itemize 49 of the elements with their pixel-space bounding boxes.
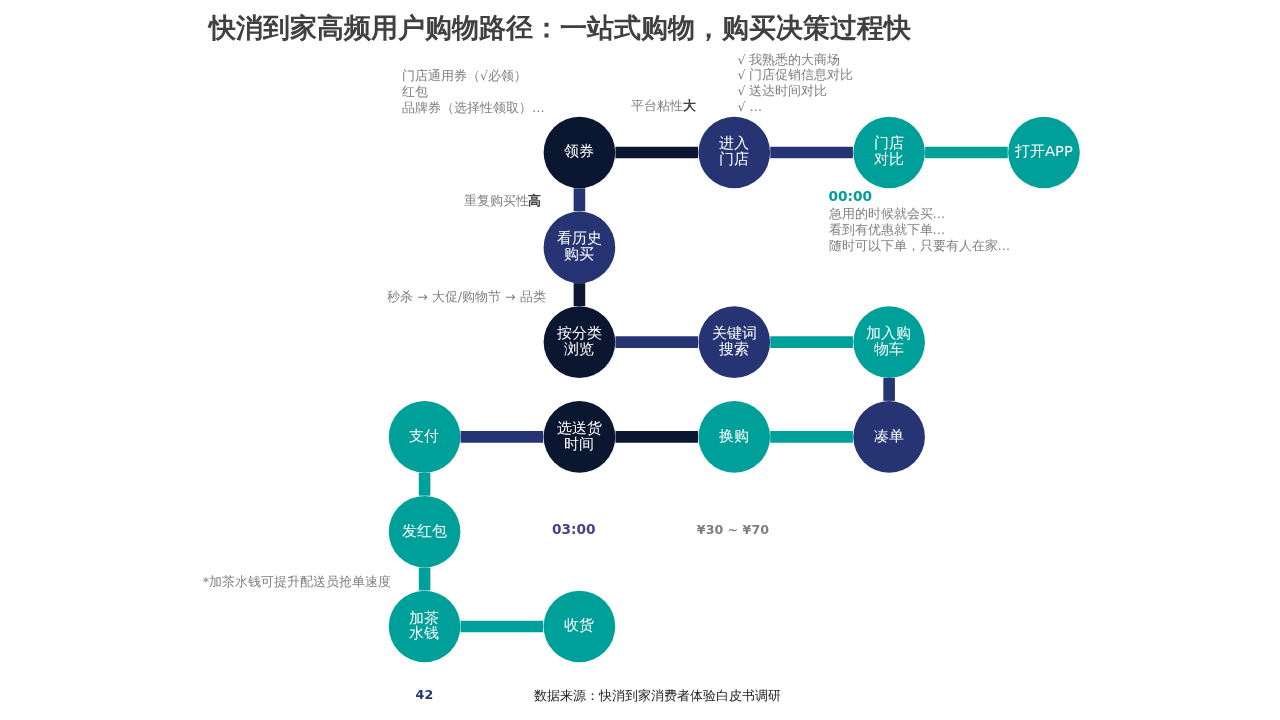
node-circle: 加茶水钱 — [388, 590, 461, 663]
label: 03:00 — [552, 521, 596, 538]
node-label: √ 门店促销信息对比 — [737, 67, 854, 83]
connector — [770, 146, 853, 159]
node-label: √ … — [737, 98, 763, 114]
node-circle: 门店对比 — [853, 116, 925, 189]
node-circle: 支付 — [388, 401, 461, 473]
connector — [925, 146, 1008, 159]
connector — [770, 336, 853, 348]
diagram-title: 快消到家高频用户购物路径：一站式购物，购买决策过程快 — [208, 12, 911, 44]
connector — [418, 472, 431, 496]
node-label: *加茶水钱可提升配送员抢单速度 — [202, 573, 392, 589]
caption: 数据来源：快消到家消费者体验白皮书调研 — [533, 687, 781, 703]
connector — [883, 377, 895, 401]
node-circle: 关键词搜索 — [698, 306, 771, 378]
connector — [615, 336, 699, 348]
node-circle: 发红包 — [388, 495, 461, 568]
node-circle: 收货 — [543, 590, 616, 663]
node-label: 00:00 — [828, 187, 873, 204]
node-label: 门店通用券（√必领） — [401, 67, 527, 83]
label: ¥30 ~ ¥70 — [696, 521, 769, 537]
connector — [418, 567, 431, 591]
connector — [460, 620, 544, 633]
node-label: 重复购买性高 — [463, 193, 541, 209]
node-circle: 选送货时间 — [543, 401, 616, 473]
node-circle: 进入门店 — [698, 116, 771, 189]
node-circle: 打开APP — [1008, 116, 1080, 189]
node-label: 随时可以下单，只要有人在家… — [828, 237, 1011, 253]
connector — [770, 431, 853, 443]
connector — [615, 431, 699, 443]
connector — [460, 431, 544, 443]
node-label: 看到有优惠就下单… — [828, 221, 946, 237]
node-circle: 领券 — [543, 116, 616, 189]
connector — [615, 146, 699, 159]
node-circle: 看历史购买 — [543, 211, 616, 284]
node-label: 红包 — [401, 83, 428, 99]
connector — [573, 283, 586, 307]
node-circle: 按分类浏览 — [543, 306, 616, 378]
node-label: 品牌券（选择性领取）… — [401, 99, 545, 115]
label: 42 — [415, 686, 434, 702]
node-label: √ 我熟悉的大商场 — [737, 51, 841, 67]
node-circle: 加入购物车 — [853, 306, 925, 378]
node-label: √ 送达时间对比 — [737, 83, 828, 99]
connector — [573, 188, 586, 212]
node-label: 秒杀 → 大促/购物节 → 品类 — [387, 289, 546, 305]
node-circle: 换购 — [698, 401, 771, 473]
node-label: 平台粘性大 — [631, 98, 696, 114]
node-circle: 凑单 — [853, 401, 925, 473]
node-label: 急用的时候就会买… — [828, 205, 946, 221]
